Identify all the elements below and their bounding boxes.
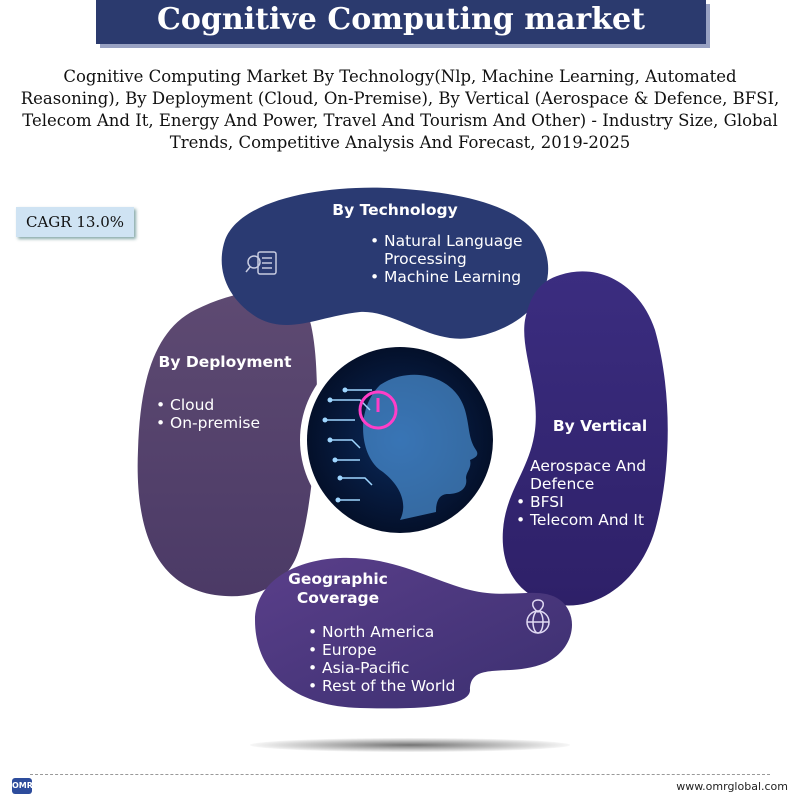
title-banner: Cognitive Computing market (96, 0, 706, 44)
list-item: Rest of the World (308, 677, 478, 695)
cagr-label: CAGR 13.0% (25, 213, 124, 231)
list-item: North America (308, 623, 478, 641)
vertical-segment-shape (502, 271, 668, 606)
list-item: Telecom And It (516, 511, 658, 529)
list-item: On-premise (156, 414, 286, 432)
technology-title: By Technology (332, 201, 458, 219)
deployment-list: Cloud On-premise (156, 396, 286, 432)
list-item: Natural Language Processing (370, 232, 550, 268)
list-item: Cloud (156, 396, 286, 414)
geography-title: Geographic Coverage (288, 570, 388, 607)
company-logo: OMR (12, 778, 33, 794)
vertical-list: Aerospace And Defence BFSI Telecom And I… (516, 457, 658, 529)
technology-list: Natural Language Processing Machine Lear… (370, 232, 550, 286)
footer-divider (30, 774, 770, 775)
list-item: Europe (308, 641, 478, 659)
vertical-title: By Vertical (552, 417, 648, 435)
list-item: Asia-Pacific (308, 659, 478, 677)
ai-head-power-icon (322, 374, 478, 520)
list-item: Machine Learning (370, 268, 550, 286)
list-item: Aerospace And Defence (516, 457, 658, 493)
website-link[interactable]: www.omrglobal.com (676, 780, 788, 793)
search-document-icon (245, 251, 277, 275)
geography-list: North America Europe Asia-Pacific Rest o… (308, 623, 478, 695)
list-item: BFSI (516, 493, 658, 511)
deployment-segment-shape (137, 291, 317, 597)
deployment-title: By Deployment (158, 353, 292, 371)
page-title: Cognitive Computing market (157, 2, 645, 37)
cagr-badge: CAGR 13.0% (16, 207, 134, 237)
globe-pin-icon (526, 599, 550, 634)
ground-shadow (250, 738, 570, 752)
report-subtitle: Cognitive Computing Market By Technology… (20, 67, 780, 152)
